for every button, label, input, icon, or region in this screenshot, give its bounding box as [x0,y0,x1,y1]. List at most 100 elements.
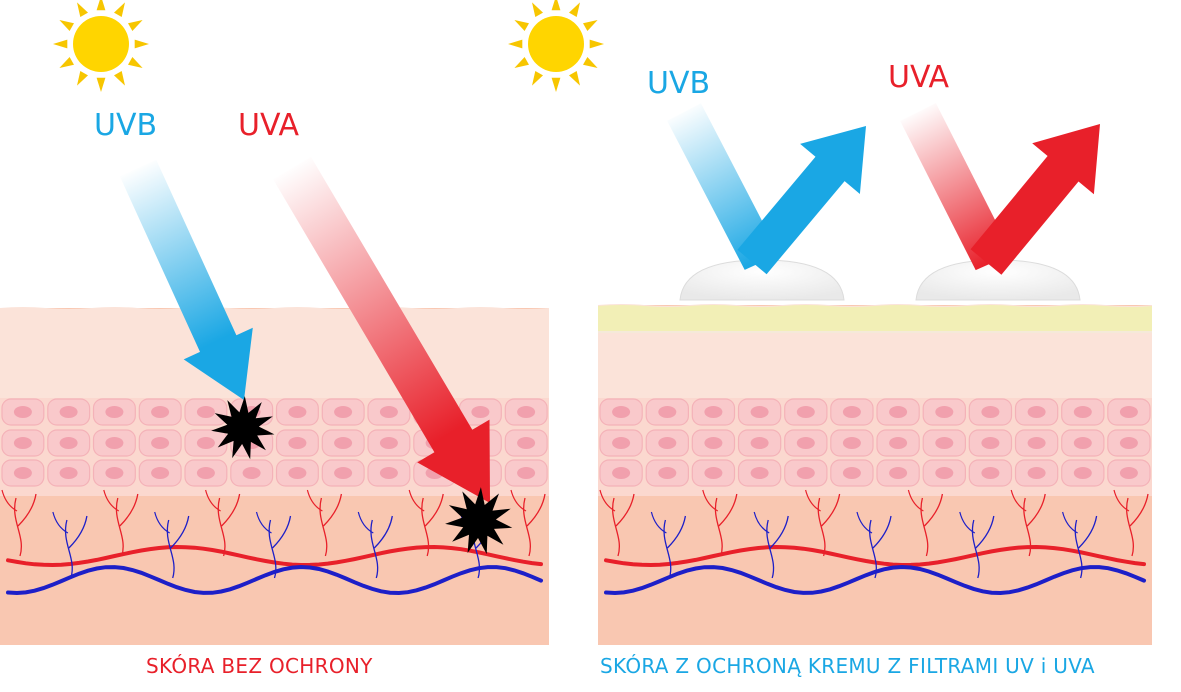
sun-ray [551,0,561,11]
right-uva-incoming [900,103,1012,271]
cell-nucleus [704,406,723,418]
sun-ray [128,57,143,68]
sun-ray [59,57,74,68]
cell-nucleus [105,467,124,479]
cell-nucleus [981,467,1000,479]
capillary-branch [650,511,667,534]
capillary [612,497,620,557]
sun-ray [583,57,598,68]
cell-nucleus [288,437,307,449]
sun-ray [59,20,74,31]
cell-nucleus [196,467,215,479]
cell-nucleus [379,437,398,449]
capillary-branch [221,493,241,527]
cell-nucleus [379,406,398,418]
cell-nucleus [704,467,723,479]
cell-nucleus [612,437,631,449]
cell-nucleus [1073,437,1092,449]
capillary [319,497,328,557]
cell-nucleus [13,437,32,449]
sun-ray [589,39,604,49]
capillary [663,519,672,579]
cell-nucleus [1119,406,1138,418]
sun-ray [53,39,68,49]
sun-ray [532,2,543,18]
cell-nucleus [1027,467,1046,479]
capillary-branch [615,493,635,527]
capillary [817,497,826,557]
right-uvb-label: UVB [647,66,711,101]
capillary [115,497,124,557]
cell-nucleus [704,437,723,449]
capillary-branch [856,511,873,534]
capillary-branch [821,493,841,527]
sun-icon [53,0,149,92]
cell-nucleus [1119,437,1138,449]
cell-nucleus [842,437,861,449]
capillary-branch [255,511,272,534]
left-uva-label: UVA [238,108,300,143]
cell-nucleus [471,406,490,418]
capillary-branch [52,511,69,534]
cell-layer [1,398,1151,487]
cell-nucleus [796,467,815,479]
left-uvb-label: UVB [94,108,158,143]
capillary-branch [1062,511,1078,534]
capillary-branch [1026,493,1046,527]
sun-ray [532,71,543,86]
blood-vessels [1,489,1149,596]
cell-nucleus [334,437,353,449]
sun-ray [77,71,88,86]
cell-nucleus [1027,437,1046,449]
sun-ray [134,39,149,49]
sun-ray [128,20,143,31]
capillary-branch [718,493,738,527]
capillary-branch [154,511,170,534]
capillary [14,497,22,557]
capillary [65,519,73,579]
right-caption: SKÓRA Z OCHRONĄ KREMU Z FILTRAMI UV i UV… [600,654,1095,678]
capillary-branch [975,515,995,549]
capillary-branch [306,489,323,512]
cell-nucleus [1073,406,1092,418]
cell-nucleus [517,406,536,418]
sun-ray [96,0,106,11]
cell-nucleus [59,437,78,449]
capillary-branch [103,489,120,512]
right-uvb-incoming [667,103,779,270]
cell-nucleus [658,406,677,418]
cell-nucleus [750,406,769,418]
capillary-branch [702,489,719,512]
left-caption: SKÓRA BEZ OCHRONY [146,654,373,678]
capillary-branch [872,515,892,549]
cell-nucleus [981,406,1000,418]
capillary-branch [1129,493,1149,527]
cell-nucleus [1119,467,1138,479]
capillary-branch [1010,489,1027,512]
capillary-branch [205,489,221,512]
cell-nucleus [59,467,78,479]
cell-nucleus [517,437,536,449]
sun-ray [569,71,580,86]
cell-nucleus [889,467,908,479]
capillary-branch [907,489,924,512]
sun-ray [514,57,529,68]
sun-ray [569,2,580,18]
cell-nucleus [151,437,170,449]
cell-nucleus [658,437,677,449]
capillary-branch [357,511,374,534]
damage-burst-icon [445,487,513,555]
capillary-branch [599,489,616,512]
right-uva-reflected [970,124,1100,275]
cell-nucleus [981,437,1000,449]
uv-arrows [119,103,1100,504]
cell-nucleus [842,406,861,418]
capillary [268,519,277,579]
capillary [766,519,775,579]
cell-nucleus [935,437,954,449]
sun-ray [114,71,125,86]
capillary [166,519,175,579]
capillary [869,519,877,579]
cell-nucleus [151,406,170,418]
